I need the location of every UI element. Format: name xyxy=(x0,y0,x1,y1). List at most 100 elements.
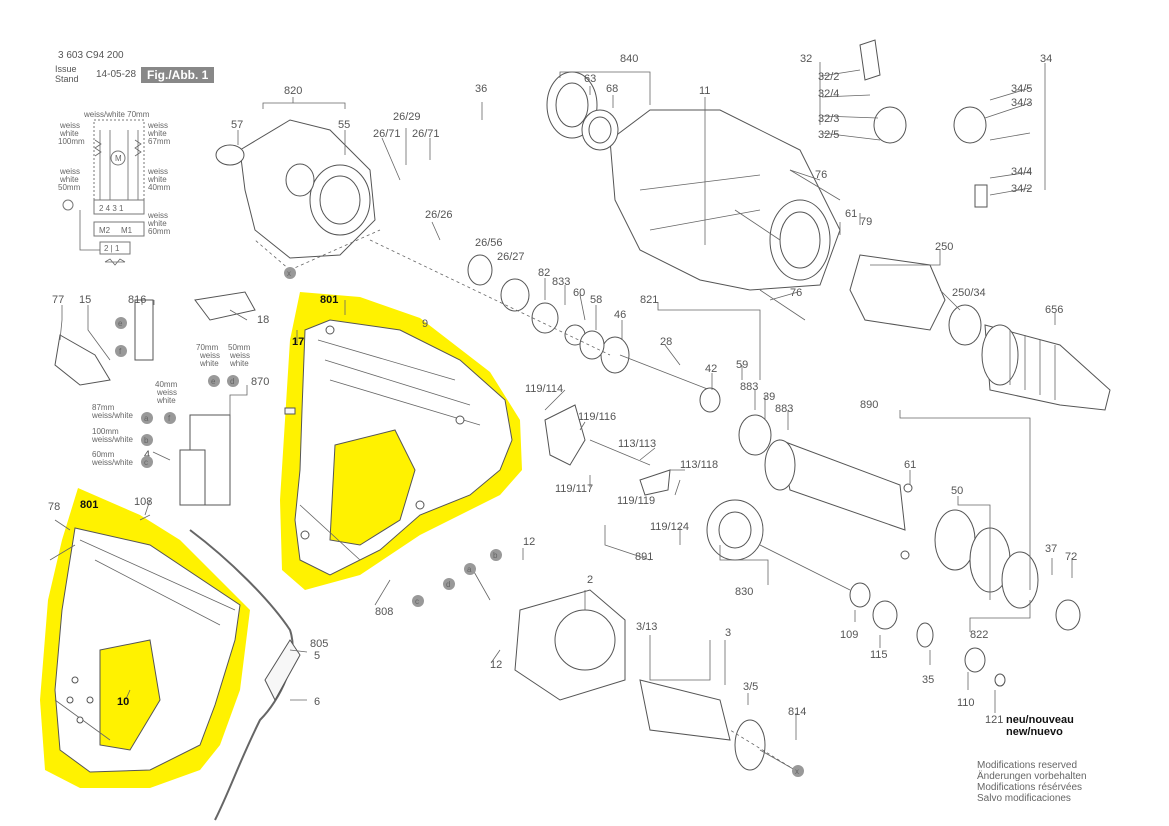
label-34: 34 xyxy=(1040,53,1052,65)
note-en: Modifications reserved xyxy=(977,760,1078,771)
label-34-5: 34/5 xyxy=(1011,83,1032,95)
svg-text:white: white xyxy=(59,175,79,184)
label-12b: 12 xyxy=(490,659,502,671)
svg-text:d: d xyxy=(446,580,450,589)
label-113-118: 113/118 xyxy=(680,459,718,471)
field-coil xyxy=(514,589,626,701)
label-805: 805 xyxy=(310,638,328,650)
label-15: 15 xyxy=(79,294,91,306)
label-55: 55 xyxy=(338,119,350,131)
label-77: 77 xyxy=(52,294,64,306)
label-110: 110 xyxy=(957,697,975,709)
label-5: 5 xyxy=(314,650,320,662)
label-50: 50 xyxy=(951,485,963,497)
svg-text:f: f xyxy=(119,347,122,356)
label-26-71b: 26/71 xyxy=(412,128,440,140)
housing-half-right xyxy=(284,319,513,576)
svg-text:d: d xyxy=(230,377,234,386)
label-42: 42 xyxy=(705,363,717,375)
wire-letter-markers: e f e d a f b c b a d c x x xyxy=(115,267,804,777)
label-76b: 76 xyxy=(790,287,802,299)
label-36: 36 xyxy=(475,83,487,95)
label-2: 2 xyxy=(587,574,593,586)
label-121-note2: new/nuevo xyxy=(1006,726,1063,738)
label-59: 59 xyxy=(736,359,748,371)
label-833: 833 xyxy=(552,276,570,288)
svg-text:weiss: weiss xyxy=(59,121,80,130)
label-121-note: neu/nouveau xyxy=(1006,714,1074,726)
label-63: 63 xyxy=(584,73,596,85)
svg-text:M2: M2 xyxy=(99,226,111,235)
label-801-left: 801 xyxy=(80,499,98,511)
svg-text:white: white xyxy=(147,129,167,138)
document-number: 3 603 C94 200 xyxy=(58,50,124,61)
label-821: 821 xyxy=(640,294,658,306)
note-es: Salvo modificaciones xyxy=(977,793,1071,804)
drill-chuck xyxy=(981,324,1111,411)
svg-text:b: b xyxy=(144,436,149,445)
svg-text:2 4 3 1: 2 4 3 1 xyxy=(99,204,124,213)
svg-text:f: f xyxy=(168,414,171,423)
label-32-5: 32/5 xyxy=(818,129,839,141)
stand-label: Stand xyxy=(55,74,79,84)
label-78: 78 xyxy=(48,501,60,513)
svg-text:40mm: 40mm xyxy=(155,380,178,389)
label-39: 39 xyxy=(763,391,775,403)
modifications-note: Modifications reserved Änderungen vorbeh… xyxy=(977,760,1087,804)
label-820: 820 xyxy=(284,85,302,97)
label-840: 840 xyxy=(620,53,638,65)
label-250-34: 250/34 xyxy=(952,287,986,299)
label-870: 870 xyxy=(251,376,269,388)
label-891: 891 xyxy=(635,551,653,563)
label-32-4: 32/4 xyxy=(818,88,839,100)
label-37: 37 xyxy=(1045,543,1057,555)
svg-text:50mm: 50mm xyxy=(58,183,81,192)
svg-text:60mm: 60mm xyxy=(148,227,171,236)
svg-text:white: white xyxy=(147,219,167,228)
label-121: 121 xyxy=(985,714,1003,726)
label-822: 822 xyxy=(970,629,988,641)
label-9: 9 xyxy=(422,318,428,330)
label-109: 109 xyxy=(840,629,858,641)
svg-text:white: white xyxy=(147,175,167,184)
label-11: 11 xyxy=(699,85,710,97)
label-3-13: 3/13 xyxy=(636,621,657,633)
wire-length-notes: 70mm weiss white 50mm weiss white 40mm w… xyxy=(91,343,251,467)
label-801-right: 801 xyxy=(320,294,338,306)
label-890: 890 xyxy=(860,399,878,411)
svg-text:a: a xyxy=(467,565,472,574)
housing-half-left xyxy=(54,527,241,773)
label-28: 28 xyxy=(660,336,672,348)
label-10: 10 xyxy=(117,696,129,708)
label-26-29: 26/29 xyxy=(393,111,421,123)
label-35: 35 xyxy=(922,674,934,686)
label-816: 816 xyxy=(128,294,146,306)
label-82: 82 xyxy=(538,267,550,279)
label-119-117: 119/117 xyxy=(555,483,593,495)
label-18: 18 xyxy=(257,314,269,326)
svg-text:weiss: weiss xyxy=(156,388,177,397)
label-32-2: 32/2 xyxy=(818,71,839,83)
issue-label: Issue xyxy=(55,64,77,74)
svg-text:weiss/white: weiss/white xyxy=(91,458,133,467)
svg-text:white: white xyxy=(229,359,249,368)
svg-text:weiss: weiss xyxy=(199,351,220,360)
note-de: Änderungen vorbehalten xyxy=(977,771,1087,782)
svg-text:c: c xyxy=(415,597,419,606)
label-57: 57 xyxy=(231,119,243,131)
svg-text:e: e xyxy=(118,319,123,328)
label-119-116: 119/116 xyxy=(578,411,616,423)
label-61a: 61 xyxy=(845,208,857,220)
svg-text:c: c xyxy=(144,458,148,467)
chuck-assembly xyxy=(849,254,982,346)
label-34-4: 34/4 xyxy=(1011,166,1032,178)
svg-text:2 | 1: 2 | 1 xyxy=(104,244,120,253)
svg-text:weiss/white: weiss/white xyxy=(91,411,133,420)
label-46: 46 xyxy=(614,309,626,321)
svg-text:x: x xyxy=(795,767,799,776)
issue-date: 14-05-28 xyxy=(96,69,137,80)
svg-text:weiss: weiss xyxy=(147,211,168,220)
label-119-114: 119/114 xyxy=(525,383,563,395)
label-808: 808 xyxy=(375,606,393,618)
